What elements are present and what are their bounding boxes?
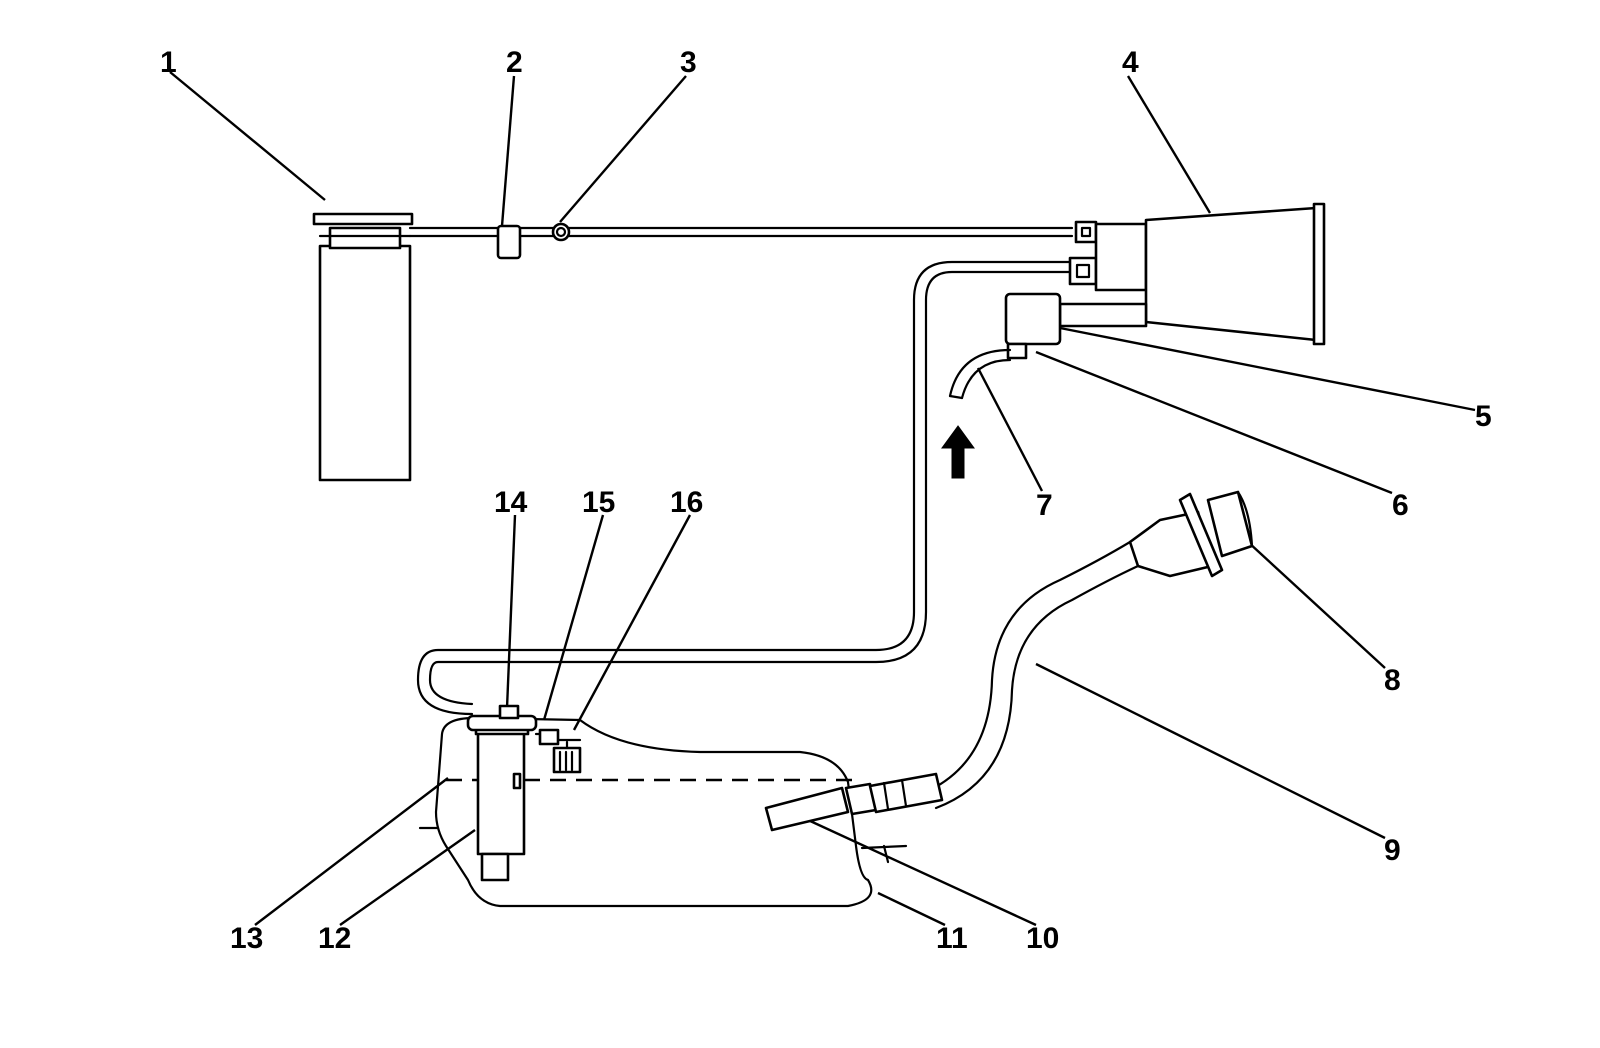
- filler-hose: [764, 772, 944, 832]
- callout-11: 11: [936, 922, 968, 955]
- callout-2: 2: [506, 46, 523, 79]
- leader-lines: [169, 71, 1476, 927]
- callout-8: 8: [1384, 664, 1401, 697]
- fuel-filter: [312, 212, 414, 482]
- vapor-line: [416, 260, 1072, 716]
- fuel-tank: [418, 716, 908, 908]
- callout-6: 6: [1392, 489, 1409, 522]
- callout-numbers: 1 2 3 4 5 6 7 8 9 10 11 12 13 14 15 16: [160, 46, 1492, 955]
- callout-15: 15: [582, 486, 615, 519]
- air-flow-arrow-icon: [941, 425, 975, 479]
- callout-3: 3: [680, 46, 697, 79]
- evap-canister: [948, 202, 1326, 400]
- callout-14: 14: [494, 486, 528, 519]
- callout-10: 10: [1026, 922, 1059, 955]
- callout-16: 16: [670, 486, 703, 519]
- callout-5: 5: [1475, 400, 1492, 433]
- fuel-pump-module: [466, 704, 582, 882]
- callout-4: 4: [1122, 46, 1139, 79]
- callout-13: 13: [230, 922, 263, 955]
- callout-9: 9: [1384, 834, 1401, 867]
- filler-pipe: [928, 490, 1254, 810]
- callout-1: 1: [160, 46, 177, 79]
- callout-7: 7: [1036, 489, 1053, 522]
- callout-12: 12: [318, 922, 351, 955]
- fuel-feed-line: [408, 222, 1074, 260]
